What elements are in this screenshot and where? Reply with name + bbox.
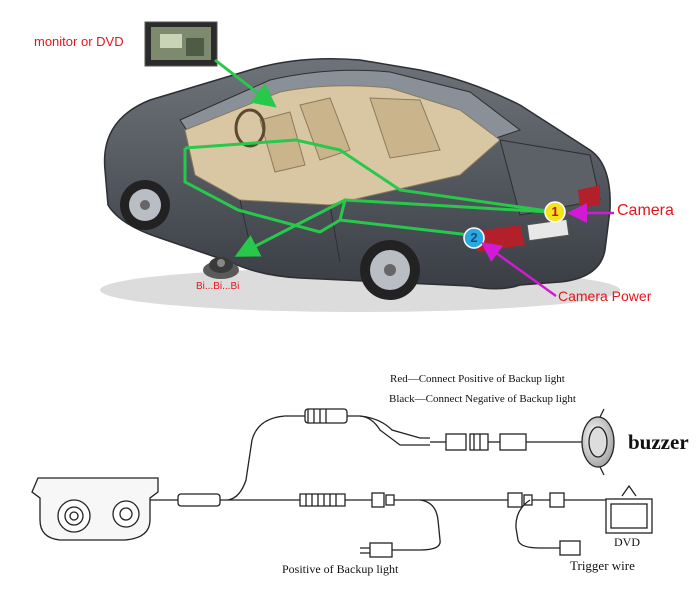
sensor-sound-label: Bi...Bi...Bi bbox=[196, 281, 240, 292]
trigger-wire-label: Trigger wire bbox=[570, 558, 635, 573]
sensor-device bbox=[203, 257, 239, 279]
monitor-thumbnail bbox=[144, 21, 218, 67]
camera-badge-number: 1 bbox=[551, 204, 559, 219]
buzzer-label: buzzer bbox=[628, 430, 689, 454]
camera-power-label: Camera Power bbox=[558, 288, 652, 304]
black-wire-label: Black—Connect Negative of Backup light bbox=[389, 393, 576, 405]
magenta-arrows bbox=[480, 203, 614, 298]
camera-label: Camera bbox=[617, 202, 674, 219]
power-marker bbox=[463, 227, 485, 249]
green-cable-route bbox=[183, 58, 556, 257]
car-illustration bbox=[100, 58, 620, 312]
power-badge-number: 2 bbox=[470, 230, 478, 245]
dvd-label: DVD bbox=[614, 535, 640, 549]
monitor-label: monitor or DVD bbox=[34, 34, 124, 49]
positive-backup-label: Positive of Backup light bbox=[282, 562, 399, 576]
wiring-diagram bbox=[31, 408, 653, 558]
camera-marker bbox=[544, 201, 566, 223]
red-wire-label: Red—Connect Positive of Backup light bbox=[390, 373, 565, 385]
